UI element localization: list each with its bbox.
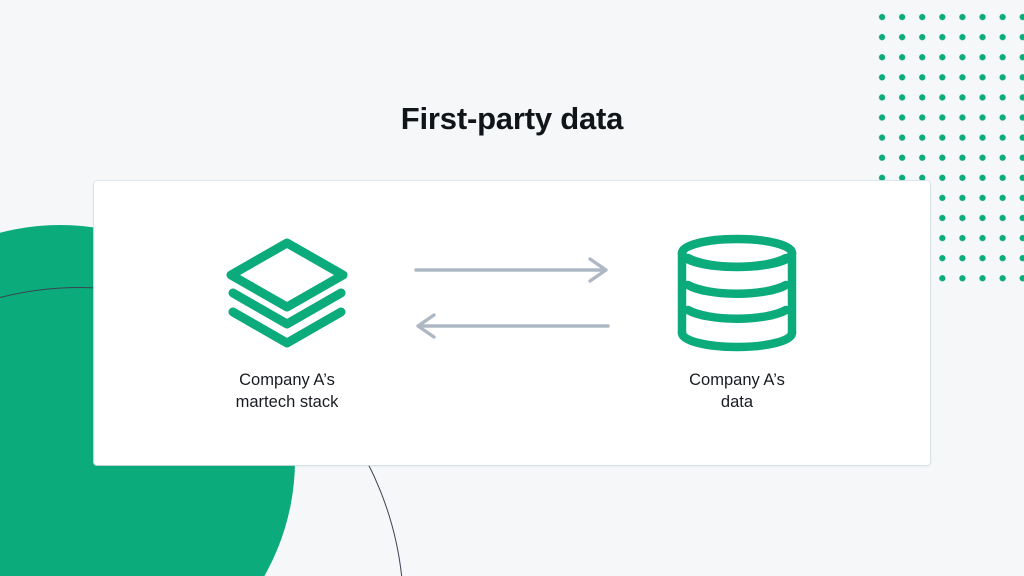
node-label-company-data: Company A’s data — [689, 370, 785, 411]
node-martech-stack[interactable]: Company A’s martech stack — [192, 233, 382, 414]
arrow-right-icon — [414, 256, 610, 288]
arrow-left-icon — [414, 312, 610, 344]
diagram-card: Company A’s martech stack — [94, 181, 930, 465]
layers-stack-icon — [223, 233, 351, 353]
database-cylinder-icon — [676, 233, 798, 353]
node-label-martech-stack: Company A’s martech stack — [235, 370, 339, 411]
page-title: First-party data — [400, 101, 624, 136]
node-company-data[interactable]: Company A’s data — [642, 233, 832, 414]
connector-arrows — [414, 256, 610, 344]
